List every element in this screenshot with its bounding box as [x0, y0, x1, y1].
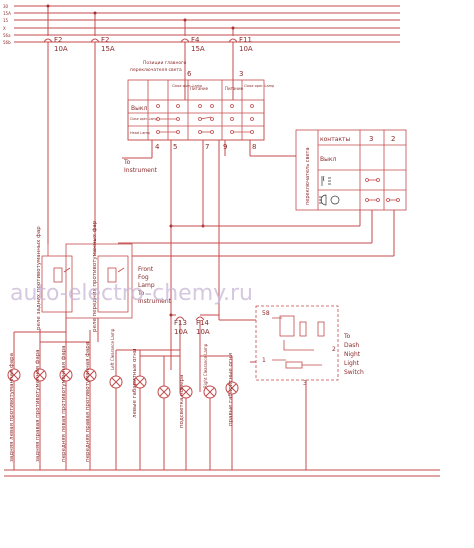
- to-dash-label: To: [343, 333, 351, 340]
- lamp-plate-1: [157, 385, 171, 399]
- lamp-rear-left-fog: [7, 368, 21, 382]
- lamp-label: подсветка номера: [179, 375, 185, 428]
- row-label-close: Close oper. Lamp: [130, 117, 158, 121]
- pin-label: 2: [332, 346, 336, 353]
- pin-label: 7: [205, 143, 209, 151]
- fuse-rating: 15A: [101, 45, 115, 53]
- lamp-label: правые габаритные огни: [228, 353, 234, 426]
- light-switch-vertical-label: переключатель света: [305, 147, 311, 205]
- col-label: Close oper. Lamp: [172, 84, 203, 88]
- pin-label: 3: [303, 380, 307, 387]
- front-fog-label: To: [137, 290, 145, 297]
- col-label: Питание: [225, 86, 244, 91]
- main-switch-title: переключателя света: [130, 68, 182, 73]
- lamp-label: передняя левая противотуманная фара: [61, 345, 67, 462]
- to-dash-label: Dash: [344, 342, 359, 349]
- pin-label: 1: [262, 357, 266, 364]
- pin-label: 58: [262, 310, 270, 317]
- rear-fog-relay-label: реле задних противотуманных фар: [36, 226, 42, 330]
- to-dash-label: Switch: [344, 369, 364, 376]
- fuse-id: F13: [174, 319, 187, 327]
- right-clearance-label: Right Clearance Lamp: [203, 343, 208, 388]
- bus-label: 30: [3, 4, 9, 9]
- lamp-front-right-fog: [83, 368, 97, 382]
- front-fog-label: Front: [138, 266, 154, 273]
- fuse-rating: 15A: [191, 45, 205, 53]
- front-fog-relay-label: реле передних противотуманных фар: [92, 220, 98, 332]
- lamp-left-clearance-1: [109, 375, 123, 389]
- fuse-id: F2: [54, 36, 62, 44]
- to-instrument-label: To: [123, 159, 131, 166]
- fuse-rating: 10A: [54, 45, 68, 53]
- fuse-rating: 10A: [174, 328, 188, 336]
- row-label-off: Выкл: [131, 105, 147, 112]
- lamp-left-clearance-2: [133, 375, 147, 389]
- row-label-head: Head Lamp: [130, 131, 151, 135]
- fuse-rating: 10A: [196, 328, 210, 336]
- lamp-label: левые габаритные огни: [132, 348, 138, 418]
- watermark: auto-electro-chemy.ru: [10, 281, 253, 306]
- lamp-right-clearance-1: [203, 385, 217, 399]
- headlamp-icon: [319, 194, 340, 206]
- to-dash-label: Light: [344, 360, 360, 367]
- front-fog-label: Lamp: [138, 282, 155, 289]
- fuse-F2-10A: F2 10A: [43, 4, 68, 62]
- fuse-F2-15A: F2 15A: [90, 11, 115, 62]
- col-header: 3: [369, 135, 373, 143]
- fog-relay-block: реле задних противотуманных фар реле пер…: [36, 220, 172, 332]
- fuse-F4-15A: F4 15A: [180, 18, 205, 100]
- front-fog-label: Instrument: [138, 298, 172, 305]
- lamp-right-clearance-2: [225, 381, 239, 395]
- pin-label: 3: [239, 70, 243, 78]
- fuse-id: F4: [191, 36, 200, 44]
- off-row-label: Выкл: [320, 156, 336, 163]
- left-clearance-label: Left Clearance Lamp: [110, 328, 115, 370]
- fuse-rating: 10A: [239, 45, 253, 53]
- bus-label: 56a: [3, 33, 11, 38]
- lamp-rear-right-fog: [33, 368, 47, 382]
- dash-night-light-switch: 58 2 1 3 To Dash Night Light Switch: [219, 305, 364, 470]
- pin-label: 4: [155, 143, 160, 151]
- side-lamp-icon: [321, 175, 331, 186]
- power-bus: 30 15A 15 X 56a 56b: [3, 4, 400, 45]
- lamp-feed-wires: [13, 312, 233, 470]
- pin-label: 6: [187, 70, 192, 78]
- bus-label: 15A: [3, 11, 11, 16]
- bus-label: 15: [3, 18, 9, 23]
- contacts-header: контакты: [320, 136, 351, 143]
- pin-label: 5: [173, 143, 177, 151]
- lamp-label: задняя левая противотуманная фара: [9, 353, 15, 462]
- lamp-label: передняя правая противотуманная фара: [85, 342, 91, 462]
- pin-label: 8: [252, 143, 256, 151]
- fuse-F11-10A: F11 10A: [228, 26, 253, 100]
- fuse-id: F11: [239, 36, 252, 44]
- main-light-switch: Позиции главного переключателя света 6 3…: [127, 60, 275, 151]
- bus-label: X: [3, 26, 6, 31]
- col-label: Close oper. Lamp: [244, 84, 275, 88]
- col-label: Питание: [190, 86, 209, 91]
- lamp-front-left-fog: [59, 368, 73, 382]
- front-fog-label: Fog: [138, 274, 149, 281]
- lamp-label: задняя правая противотуманная фара: [35, 349, 41, 462]
- lamp-plate-2: [179, 385, 193, 399]
- fuse-id: F14: [196, 319, 209, 327]
- main-switch-wires: [47, 62, 361, 370]
- bus-label: 56b: [3, 40, 11, 45]
- light-switch-table: переключатель света контакты 3 2 9 Выкл: [118, 129, 407, 257]
- col-header: 2: [391, 135, 395, 143]
- fuse-id: F2: [101, 36, 109, 44]
- to-instrument-label: Instrument: [124, 167, 158, 174]
- to-dash-label: Night: [344, 351, 361, 358]
- ground-bus: [4, 469, 440, 477]
- main-switch-title: Позиции главного: [143, 60, 187, 66]
